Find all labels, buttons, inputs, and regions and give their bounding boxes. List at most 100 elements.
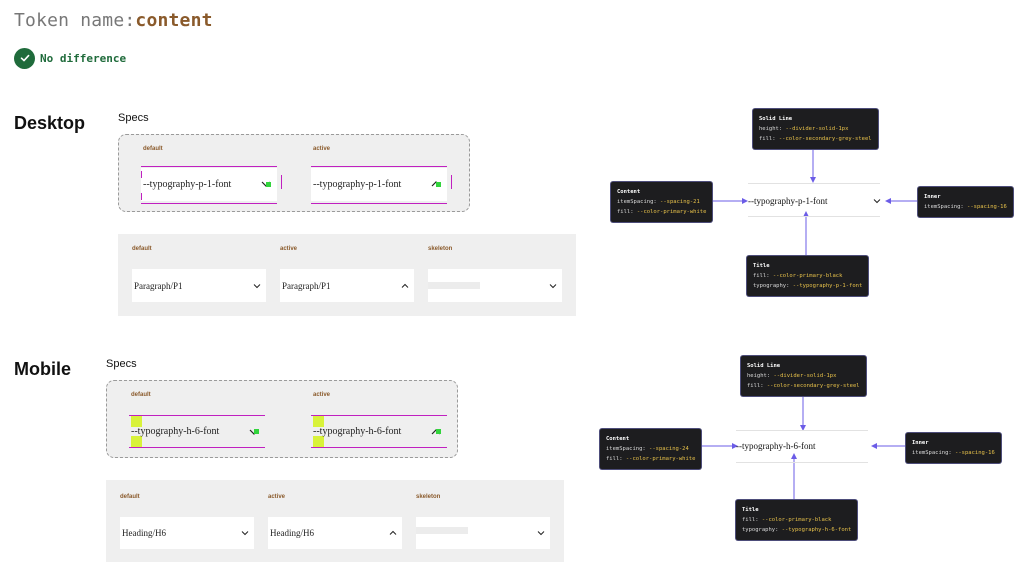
prop-key: fill: — [753, 273, 773, 279]
skeleton-bar — [416, 527, 468, 534]
skeleton-bar — [428, 282, 480, 289]
callout-inner: Inner itemSpacing: --spacing-16 — [918, 187, 1013, 217]
token-name-title: Token name:content — [14, 10, 213, 31]
prop-value: --color-secondary-grey-steel — [766, 383, 860, 389]
dropdown-value: Paragraph/P1 — [282, 280, 331, 291]
solid-line — [748, 216, 880, 217]
callout-title-box: Title fill: --color-primary-black typogr… — [747, 256, 869, 296]
spec-row-text: --typography-h-6-font — [313, 426, 402, 437]
specs-label: Specs — [118, 112, 149, 124]
prop-key: typography: — [742, 527, 782, 533]
callout-content: Content itemSpacing: --spacing-21 fill: … — [611, 182, 713, 222]
anatomy-row-text: --typography-h-6-font — [736, 441, 816, 451]
prop-key: itemSpacing: — [924, 204, 968, 210]
prop-key: height: — [759, 126, 786, 132]
padding-marker — [266, 182, 271, 187]
measure-line — [451, 175, 452, 189]
callout-title: Inner — [924, 194, 941, 200]
callout-title: Title — [753, 263, 770, 269]
chevron-down-icon — [549, 283, 557, 288]
spec-row-default: --typography-h-6-font — [129, 416, 265, 447]
section-title-mobile: Mobile — [14, 359, 71, 379]
measure-line — [281, 175, 282, 189]
prop-value: --color-primary-black — [761, 517, 832, 523]
demo-state-active: active — [268, 494, 286, 500]
padding-marker — [254, 429, 259, 434]
section-title-desktop: Desktop — [14, 113, 86, 133]
measure-line — [311, 447, 447, 448]
spacing-marker — [313, 416, 324, 427]
prop-key: itemSpacing: — [617, 199, 661, 205]
dropdown-default[interactable]: Heading/H6 — [120, 517, 254, 549]
chevron-up-icon — [401, 283, 409, 288]
callout-title: Solid Line — [759, 116, 793, 122]
prop-value: --color-primary-black — [772, 273, 843, 279]
dropdown-skeleton[interactable] — [428, 269, 562, 302]
callout-title: Solid Line — [747, 363, 781, 369]
spec-row-text: --typography-h-6-font — [131, 426, 220, 437]
solid-line — [736, 462, 868, 463]
callout-solid-line: Solid Line height: --divider-solid-1px f… — [753, 109, 878, 149]
prop-key: itemSpacing: — [912, 450, 956, 456]
dropdown-default[interactable]: Paragraph/P1 — [132, 269, 266, 302]
spec-row-text: --typography-p-1-font — [143, 179, 232, 190]
specs-box: default active --typography-h-6-font --t… — [106, 380, 458, 458]
anatomy-row-text: --typography-p-1-font — [748, 196, 828, 206]
callout-title: Content — [617, 189, 641, 195]
measure-line — [141, 193, 142, 200]
callout-title: Title — [742, 507, 759, 513]
token-label: Token name: — [14, 10, 136, 31]
dropdown-skeleton[interactable] — [416, 517, 550, 549]
chevron-down-icon — [537, 531, 545, 536]
callout-title-box: Title fill: --color-primary-black typogr… — [736, 500, 858, 540]
anatomy-arrows — [710, 146, 918, 256]
prop-key: itemSpacing: — [606, 446, 650, 452]
measure-line — [311, 203, 447, 204]
chevron-down-icon — [253, 283, 261, 288]
prop-key: fill: — [747, 383, 767, 389]
callout-title: Content — [606, 436, 630, 442]
dropdown-value: Paragraph/P1 — [134, 280, 183, 291]
prop-value: --typography-p-1-font — [792, 283, 863, 289]
spec-state-active: active — [313, 392, 331, 398]
spacing-marker — [131, 416, 142, 427]
measure-line — [129, 415, 265, 416]
spec-state-active: active — [313, 146, 331, 152]
status-badge: No difference — [14, 47, 126, 69]
prop-value: --spacing-16 — [967, 204, 1007, 210]
chevron-down-icon — [873, 199, 881, 204]
measure-line — [141, 203, 277, 204]
prop-value: --spacing-24 — [649, 446, 689, 452]
prop-value: --color-secondary-grey-steel — [778, 136, 872, 142]
measure-line — [129, 447, 265, 448]
spec-state-default: default — [131, 392, 151, 398]
check-icon — [14, 47, 35, 69]
specs-box: default active --typography-p-1-font --t… — [118, 134, 470, 212]
demo-state-skeleton: skeleton — [428, 246, 453, 252]
dropdown-active[interactable]: Paragraph/P1 — [280, 269, 414, 302]
prop-value: --typography-h-6-font — [781, 527, 852, 533]
prop-value: --color-primary-white — [625, 456, 696, 462]
anatomy-arrows — [700, 394, 908, 500]
measure-line — [311, 166, 447, 167]
spec-state-default: default — [143, 146, 163, 152]
specs-label: Specs — [106, 358, 137, 370]
status-text: No difference — [40, 51, 127, 65]
spacing-marker — [131, 436, 142, 447]
demo-state-active: active — [280, 246, 298, 252]
callout-content: Content itemSpacing: --spacing-24 fill: … — [600, 429, 702, 469]
dropdown-active[interactable]: Heading/H6 — [268, 517, 402, 549]
dropdown-value: Heading/H6 — [122, 528, 166, 538]
prop-value: --divider-solid-1px — [785, 126, 849, 132]
prop-key: height: — [747, 373, 774, 379]
callout-solid-line: Solid Line height: --divider-solid-1px f… — [741, 356, 866, 396]
measure-line — [141, 166, 277, 167]
callout-title: Inner — [912, 440, 929, 446]
prop-value: --color-primary-white — [636, 209, 707, 215]
component-demo-panel: default active skeleton Paragraph/P1 Par… — [118, 234, 576, 316]
demo-state-default: default — [132, 246, 152, 252]
prop-key: fill: — [606, 456, 626, 462]
component-demo-panel: default active skeleton Heading/H6 Headi… — [106, 480, 564, 562]
prop-value: --spacing-21 — [660, 199, 700, 205]
demo-state-default: default — [120, 494, 140, 500]
